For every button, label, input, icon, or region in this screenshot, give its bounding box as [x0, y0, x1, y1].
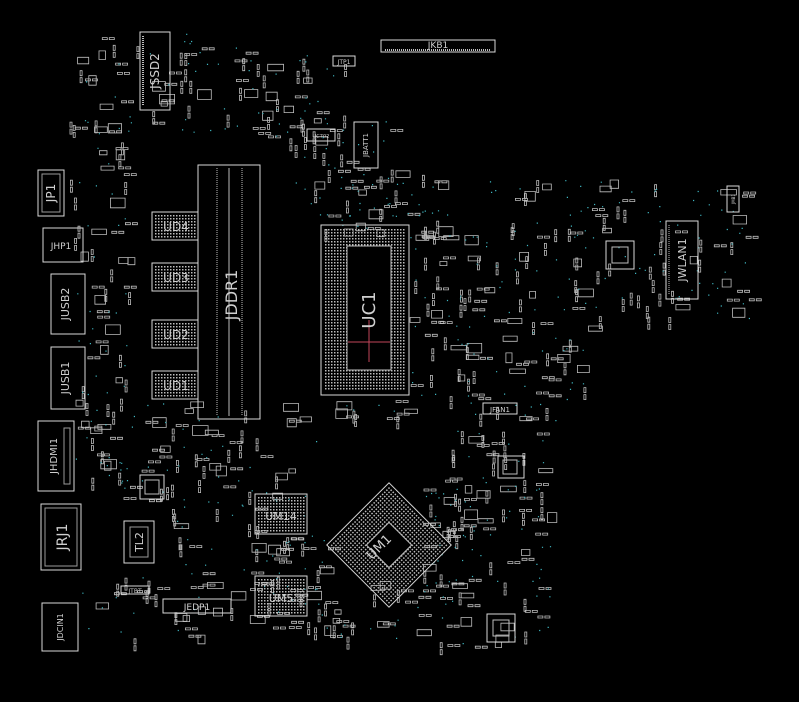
- jhp1-connector: JHP1: [42, 227, 84, 263]
- jp1-connector: JP1: [37, 169, 65, 217]
- jp1-label: JP1: [44, 184, 58, 203]
- jmb1-label: JMB1: [731, 194, 736, 205]
- um14-chip: UM14: [254, 493, 308, 535]
- chip-right-lower: [486, 613, 516, 643]
- jusb1-label: JUSB1: [59, 362, 72, 396]
- passive-pads: [69, 37, 762, 656]
- jddr1-slot: JDDR1: [197, 164, 261, 420]
- jfan1-connector: JFAN1: [482, 402, 518, 415]
- jdcin1-label: JDCIN1: [56, 613, 65, 642]
- ud2-chip: UD2: [151, 319, 199, 349]
- um5-label: UM5: [269, 592, 294, 605]
- jmb1-connector: JMB1: [726, 185, 740, 213]
- ud2-label: UD2: [163, 328, 189, 342]
- chip-right-middle: [497, 455, 525, 479]
- chip-right-upper: [605, 240, 635, 270]
- tl2-label: TL2: [133, 532, 146, 553]
- tl2-chip: TL2: [123, 520, 155, 564]
- uc702-chip: UC702: [306, 128, 336, 142]
- jrj1-label: JRJ1: [55, 524, 71, 552]
- jbatt1-label: JBATT1: [362, 133, 370, 158]
- jtbt-label: JTBT: [127, 588, 142, 595]
- uc1-label: UC1: [359, 291, 380, 328]
- uc1-cpu: UC1: [320, 224, 410, 396]
- jusb2-connector: JUSB2: [50, 273, 86, 335]
- jhdmi1-connector: JHDMI1: [37, 420, 75, 492]
- ud4-label: UD4: [163, 220, 189, 234]
- jusb2-label: JUSB2: [59, 288, 72, 322]
- jhdmi1-label: JHDMI1: [49, 438, 60, 475]
- ud4-chip: UD4: [151, 211, 199, 241]
- jtp1-label: JTP1: [337, 59, 351, 66]
- jbatt1-connector: JBATT1: [353, 121, 379, 169]
- jedp1-label: JEDP1: [183, 603, 210, 613]
- ud1-chip: UD1: [151, 370, 199, 400]
- jkb1-label: JKB1: [427, 41, 448, 51]
- passive-components: [69, 33, 762, 656]
- um5-chip: UM5: [254, 575, 308, 617]
- jusb1-connector: JUSB1: [50, 346, 86, 410]
- jwlan1-label: JWLAN1: [676, 238, 689, 282]
- jhp1-label: JHP1: [50, 242, 72, 252]
- jssd2-label: JSSD2: [148, 53, 162, 90]
- ud1-label: UD1: [163, 379, 189, 393]
- jssd2-connector: JSSD2: [139, 31, 171, 111]
- jkb1-connector: JKB1: [380, 39, 496, 53]
- jrj1-connector: JRJ1: [40, 503, 82, 571]
- jwlan1-connector: JWLAN1: [665, 220, 699, 300]
- jddr1-label: JDDR1: [222, 270, 241, 322]
- jedp1-connector: JEDP1: [162, 598, 232, 614]
- jtbt-connector: JTBT: [120, 585, 150, 595]
- ud3-label: UD3: [163, 271, 189, 285]
- ud3-chip: UD3: [151, 262, 199, 292]
- jfan1-label: JFAN1: [489, 406, 510, 414]
- jtp1-connector: JTP1: [332, 55, 356, 67]
- jdcin1-connector: JDCIN1: [41, 602, 79, 652]
- uc702-label: UC702: [313, 134, 330, 140]
- chip-left-lower: [139, 474, 165, 500]
- um14-label: UM14: [265, 510, 297, 523]
